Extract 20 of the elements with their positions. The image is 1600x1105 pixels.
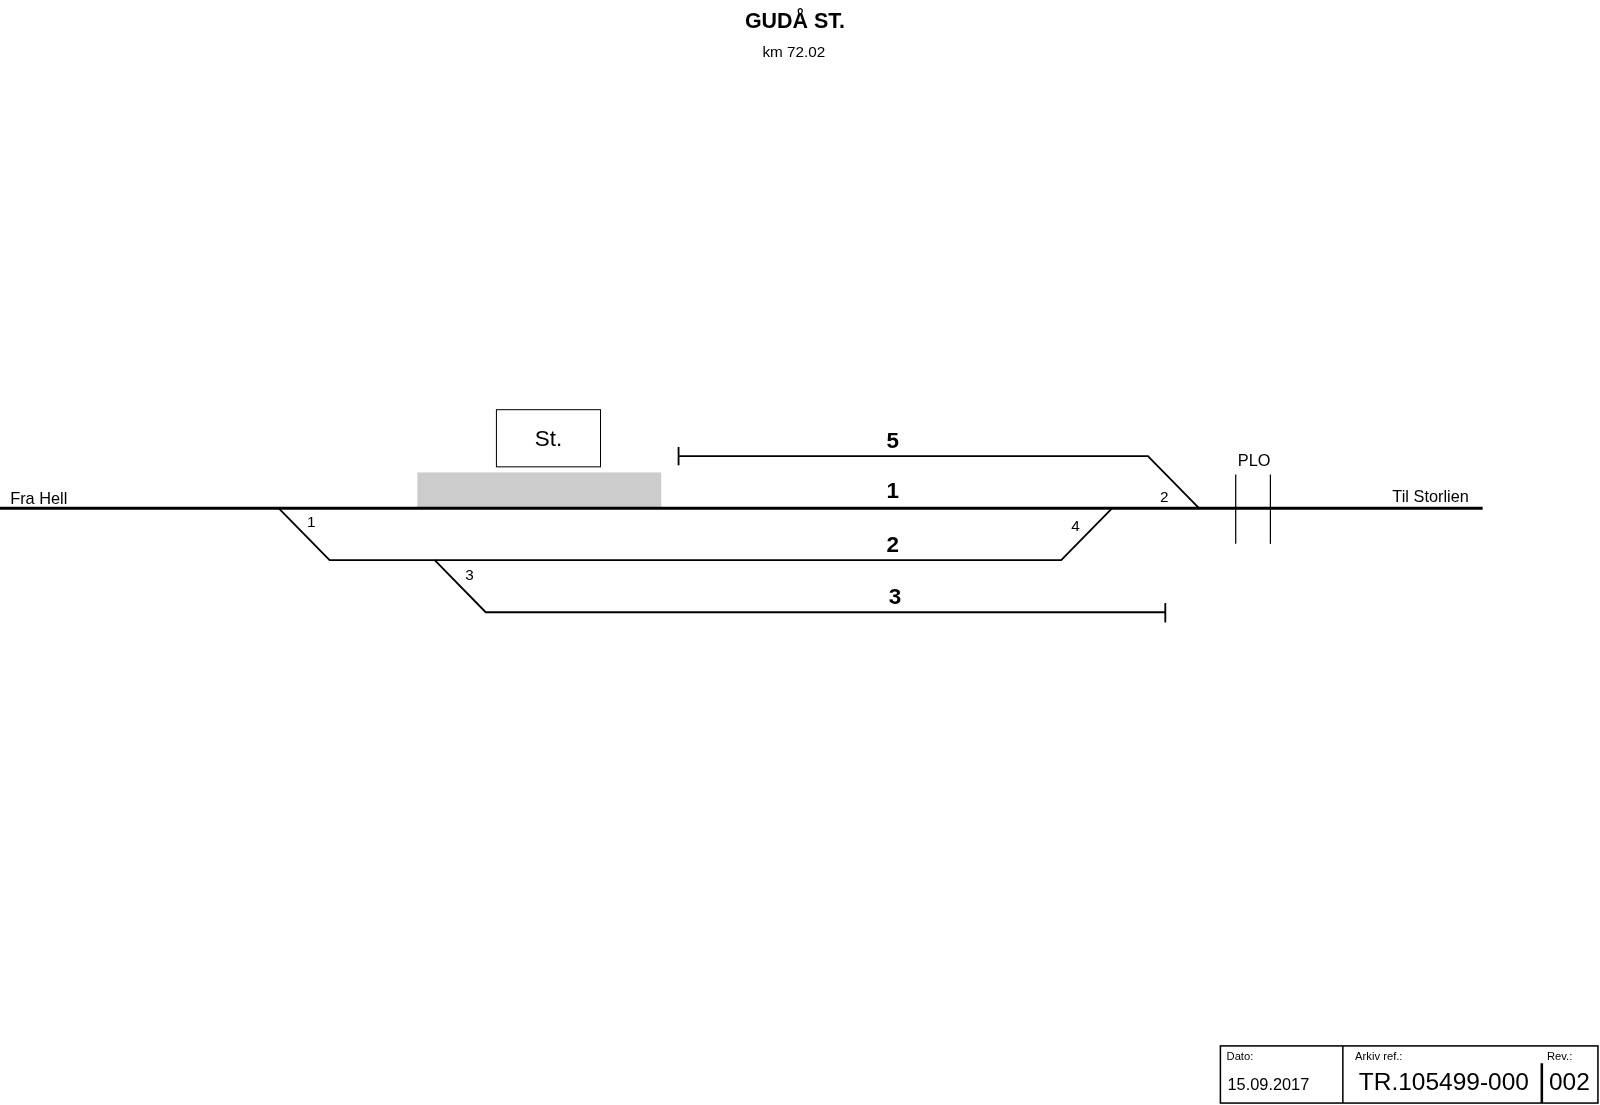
field-label: Arkiv ref.: (1355, 1050, 1403, 1062)
switch-number: 1 (306, 513, 316, 530)
switch-number: 2 (1160, 488, 1169, 504)
track-number: 1 (886, 479, 900, 503)
archive-reference: TR.105499-000 (1358, 1069, 1529, 1094)
title: GUDÅ ST. (744, 9, 845, 32)
boundary-label: PLO (1237, 453, 1271, 470)
revision-number: 002 (1548, 1069, 1590, 1094)
station-building-box: St. (495, 409, 601, 468)
direction-label: Til Storlien (1392, 488, 1469, 506)
direction-label: Fra Hell (10, 490, 68, 508)
date-value: 15.09.2017 (1227, 1076, 1310, 1093)
field-label: Dato: (1226, 1050, 1254, 1062)
track-number: 2 (886, 533, 900, 557)
switch-number: 3 (465, 566, 474, 583)
kilometre-marker: km 72.02 (762, 43, 826, 59)
switch-number: 4 (1071, 517, 1080, 534)
track-number: 3 (888, 585, 902, 609)
track-number: 5 (886, 429, 900, 453)
field-label: Rev.: (1546, 1050, 1573, 1062)
